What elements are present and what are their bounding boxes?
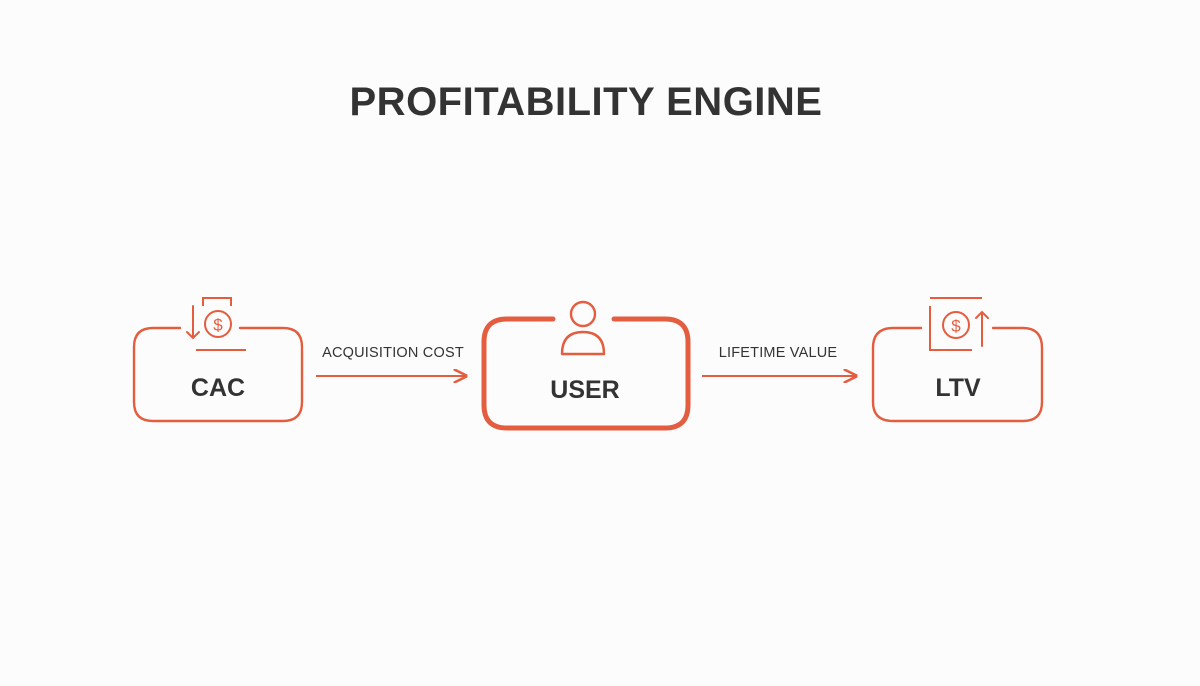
cac-label: CAC [191,374,245,402]
svg-text:$: $ [951,317,961,336]
user-node: USER [481,300,691,431]
dollar-up-icon: $ [929,297,989,351]
lifetime-label: LIFETIME VALUE [719,345,838,361]
cac-node: $ CAC [132,297,304,423]
acquisition-edge: ACQUISITION COST [316,345,466,376]
user-icon [560,300,606,356]
user-label: USER [550,376,619,404]
lifetime-edge: LIFETIME VALUE [702,345,856,376]
acquisition-label: ACQUISITION COST [322,345,464,361]
svg-text:$: $ [213,316,223,335]
dollar-down-icon: $ [186,297,246,351]
ltv-label: LTV [935,374,981,402]
page-title: PROFITABILITY ENGINE [349,80,823,124]
ltv-node: $ LTV [871,297,1044,423]
